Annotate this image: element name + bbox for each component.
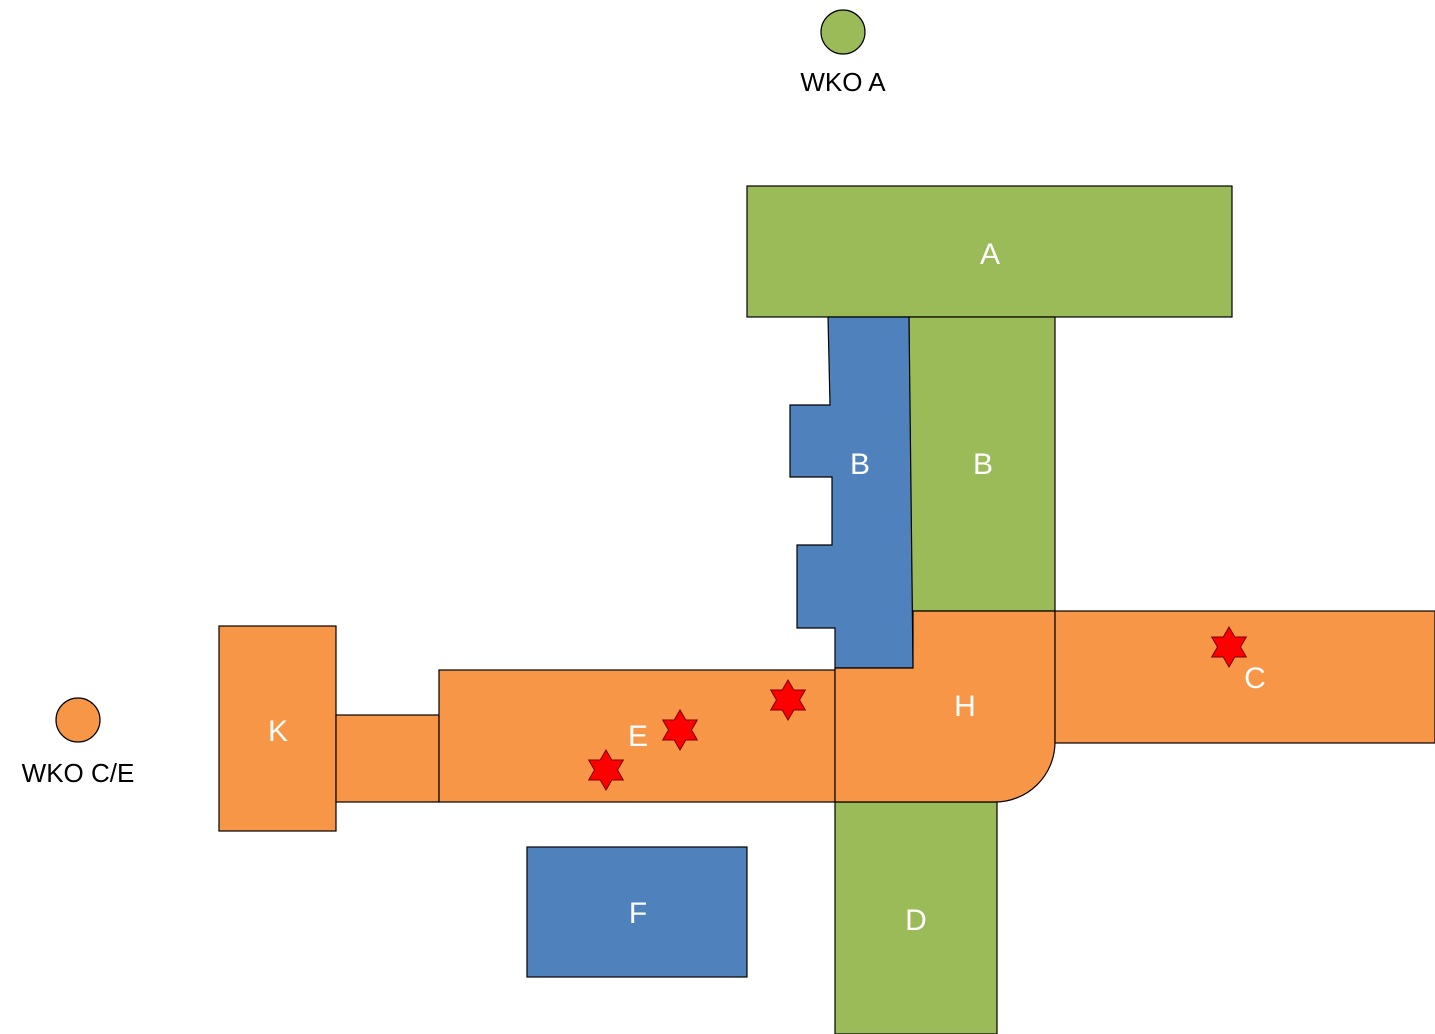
block-c (1054, 610, 1435, 744)
star-icon (587, 749, 625, 791)
block-a (746, 185, 1233, 318)
block-k (218, 625, 337, 832)
legend-label-wko-a: WKO A (800, 67, 886, 97)
block-k-label: K (268, 715, 288, 748)
block-h-label: H (954, 690, 976, 723)
block-f (526, 846, 748, 978)
star-icon (1210, 626, 1248, 668)
legend-marker-wko-ce (55, 697, 101, 743)
block-b-green-label: B (973, 448, 993, 481)
block-e-label: E (628, 720, 648, 753)
star-icon (661, 709, 699, 751)
block-b-blue (789, 316, 914, 669)
block-f-label: F (629, 897, 647, 930)
block-a-label: A (980, 238, 1000, 271)
connector-k-e (335, 714, 440, 803)
legend-label-wko-ce: WKO C/E (22, 758, 135, 788)
star-icon (769, 679, 807, 721)
block-b-blue-label: B (850, 448, 870, 481)
legend-marker-wko-a (820, 9, 866, 55)
block-e (438, 669, 836, 803)
block-c-label: C (1244, 662, 1266, 695)
block-b-green (908, 316, 1056, 612)
block-d-label: D (905, 904, 927, 937)
